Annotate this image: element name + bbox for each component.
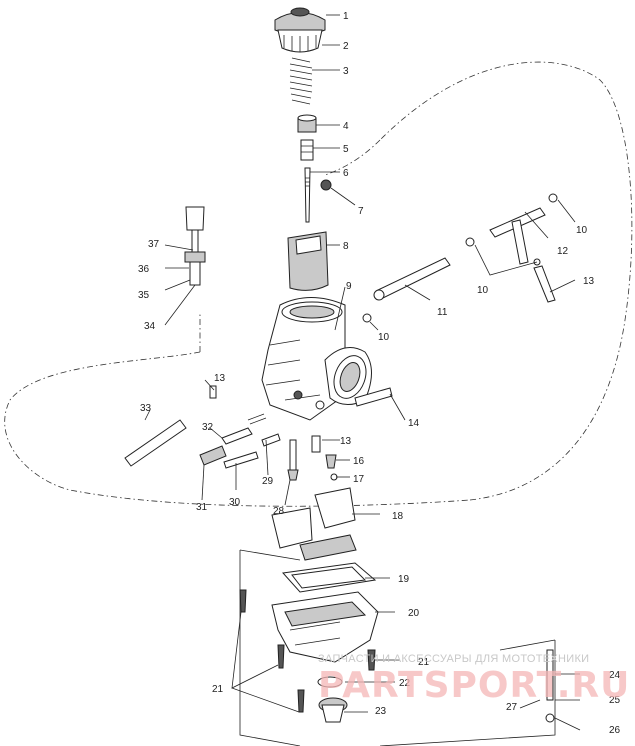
carburetor-body-part bbox=[261, 297, 372, 421]
drain-plug-part bbox=[317, 676, 348, 723]
top-cap-part bbox=[274, 7, 326, 53]
callout: 31 bbox=[196, 502, 208, 513]
callout: 34 bbox=[144, 321, 156, 332]
callout: 37 bbox=[148, 239, 160, 250]
callout: 2 bbox=[343, 41, 349, 52]
callout: 16 bbox=[353, 456, 365, 467]
callout: 1 bbox=[343, 11, 349, 22]
retainer-part bbox=[297, 114, 317, 133]
callout: 27 bbox=[506, 702, 518, 713]
short-hose-part bbox=[533, 265, 556, 303]
floats-part bbox=[271, 487, 357, 561]
return-spring-part bbox=[289, 57, 313, 105]
overflow-tube-part bbox=[354, 387, 393, 407]
callout: 11 bbox=[437, 307, 448, 318]
needle-jet-part bbox=[311, 435, 338, 481]
callout: 20 bbox=[408, 608, 420, 619]
callout: 25 bbox=[609, 695, 621, 706]
callout: 19 bbox=[398, 574, 410, 585]
drain-hose-part bbox=[124, 419, 187, 467]
callout: 30 bbox=[229, 497, 241, 508]
callout: 18 bbox=[392, 511, 404, 522]
callout: 13 bbox=[340, 436, 352, 447]
e-clip-part bbox=[320, 179, 332, 191]
callout: 4 bbox=[343, 121, 349, 132]
clamps-part bbox=[362, 193, 558, 323]
needle-holder-part bbox=[300, 139, 314, 161]
air-screw-part bbox=[221, 413, 267, 445]
float-bowl-gasket-part bbox=[282, 562, 377, 593]
bowl-screws-part bbox=[239, 589, 376, 713]
callout: 23 bbox=[375, 706, 387, 717]
bracket-outline bbox=[239, 549, 556, 746]
callout: 12 bbox=[557, 246, 569, 257]
callout: 22 bbox=[399, 678, 411, 689]
callout: 36 bbox=[138, 264, 150, 275]
callout: 17 bbox=[353, 474, 365, 485]
callout-labels: 1 2 3 4 5 6 7 8 9 10 10 10 11 12 13 13 1… bbox=[138, 11, 621, 736]
callout: 21 bbox=[212, 684, 224, 695]
callout: 7 bbox=[358, 206, 364, 217]
watermark-caption: ЗАПЧАСТИ И АКСЕССУАРЫ ДЛЯ МОТОТЕХНИКИ bbox=[318, 653, 589, 665]
callout: 10 bbox=[477, 285, 489, 296]
callout: 14 bbox=[408, 418, 420, 429]
callout: 35 bbox=[138, 290, 150, 301]
callout: 28 bbox=[273, 506, 285, 517]
callout: 3 bbox=[343, 66, 349, 77]
main-jet-part bbox=[287, 439, 299, 481]
cable-adjuster-part bbox=[184, 206, 206, 286]
vent-hose-part bbox=[373, 257, 451, 301]
throttle-slide-part bbox=[287, 231, 329, 291]
callout: 13 bbox=[214, 373, 226, 384]
callout: 5 bbox=[343, 144, 349, 155]
watermark-logo: PARTSPORT.RU bbox=[318, 665, 630, 706]
cable-guide-line bbox=[197, 314, 201, 352]
callout: 8 bbox=[343, 241, 349, 252]
screw-cap-part bbox=[209, 385, 217, 399]
callout: 32 bbox=[202, 422, 214, 433]
callout: 21 bbox=[418, 657, 430, 668]
callout: 10 bbox=[576, 225, 588, 236]
float-bowl-part bbox=[271, 591, 379, 663]
pilot-jet-part bbox=[261, 433, 281, 447]
watermark: ЗАПЧАСТИ И АКСЕССУАРЫ ДЛЯ МОТОТЕХНИКИ PA… bbox=[318, 653, 630, 706]
float-pin-part bbox=[545, 649, 555, 723]
callout: 26 bbox=[609, 725, 621, 736]
callout: 6 bbox=[343, 168, 349, 179]
callout: 9 bbox=[346, 281, 352, 292]
callout: 33 bbox=[140, 403, 152, 414]
callout: 13 bbox=[583, 276, 595, 287]
callout: 24 bbox=[609, 670, 621, 681]
callout: 29 bbox=[262, 476, 274, 487]
tee-fitting-part bbox=[489, 207, 546, 265]
idle-screw-part bbox=[199, 445, 259, 469]
leader-lines bbox=[144, 14, 581, 731]
jet-needle-part bbox=[304, 167, 311, 223]
callout: 10 bbox=[378, 332, 390, 343]
